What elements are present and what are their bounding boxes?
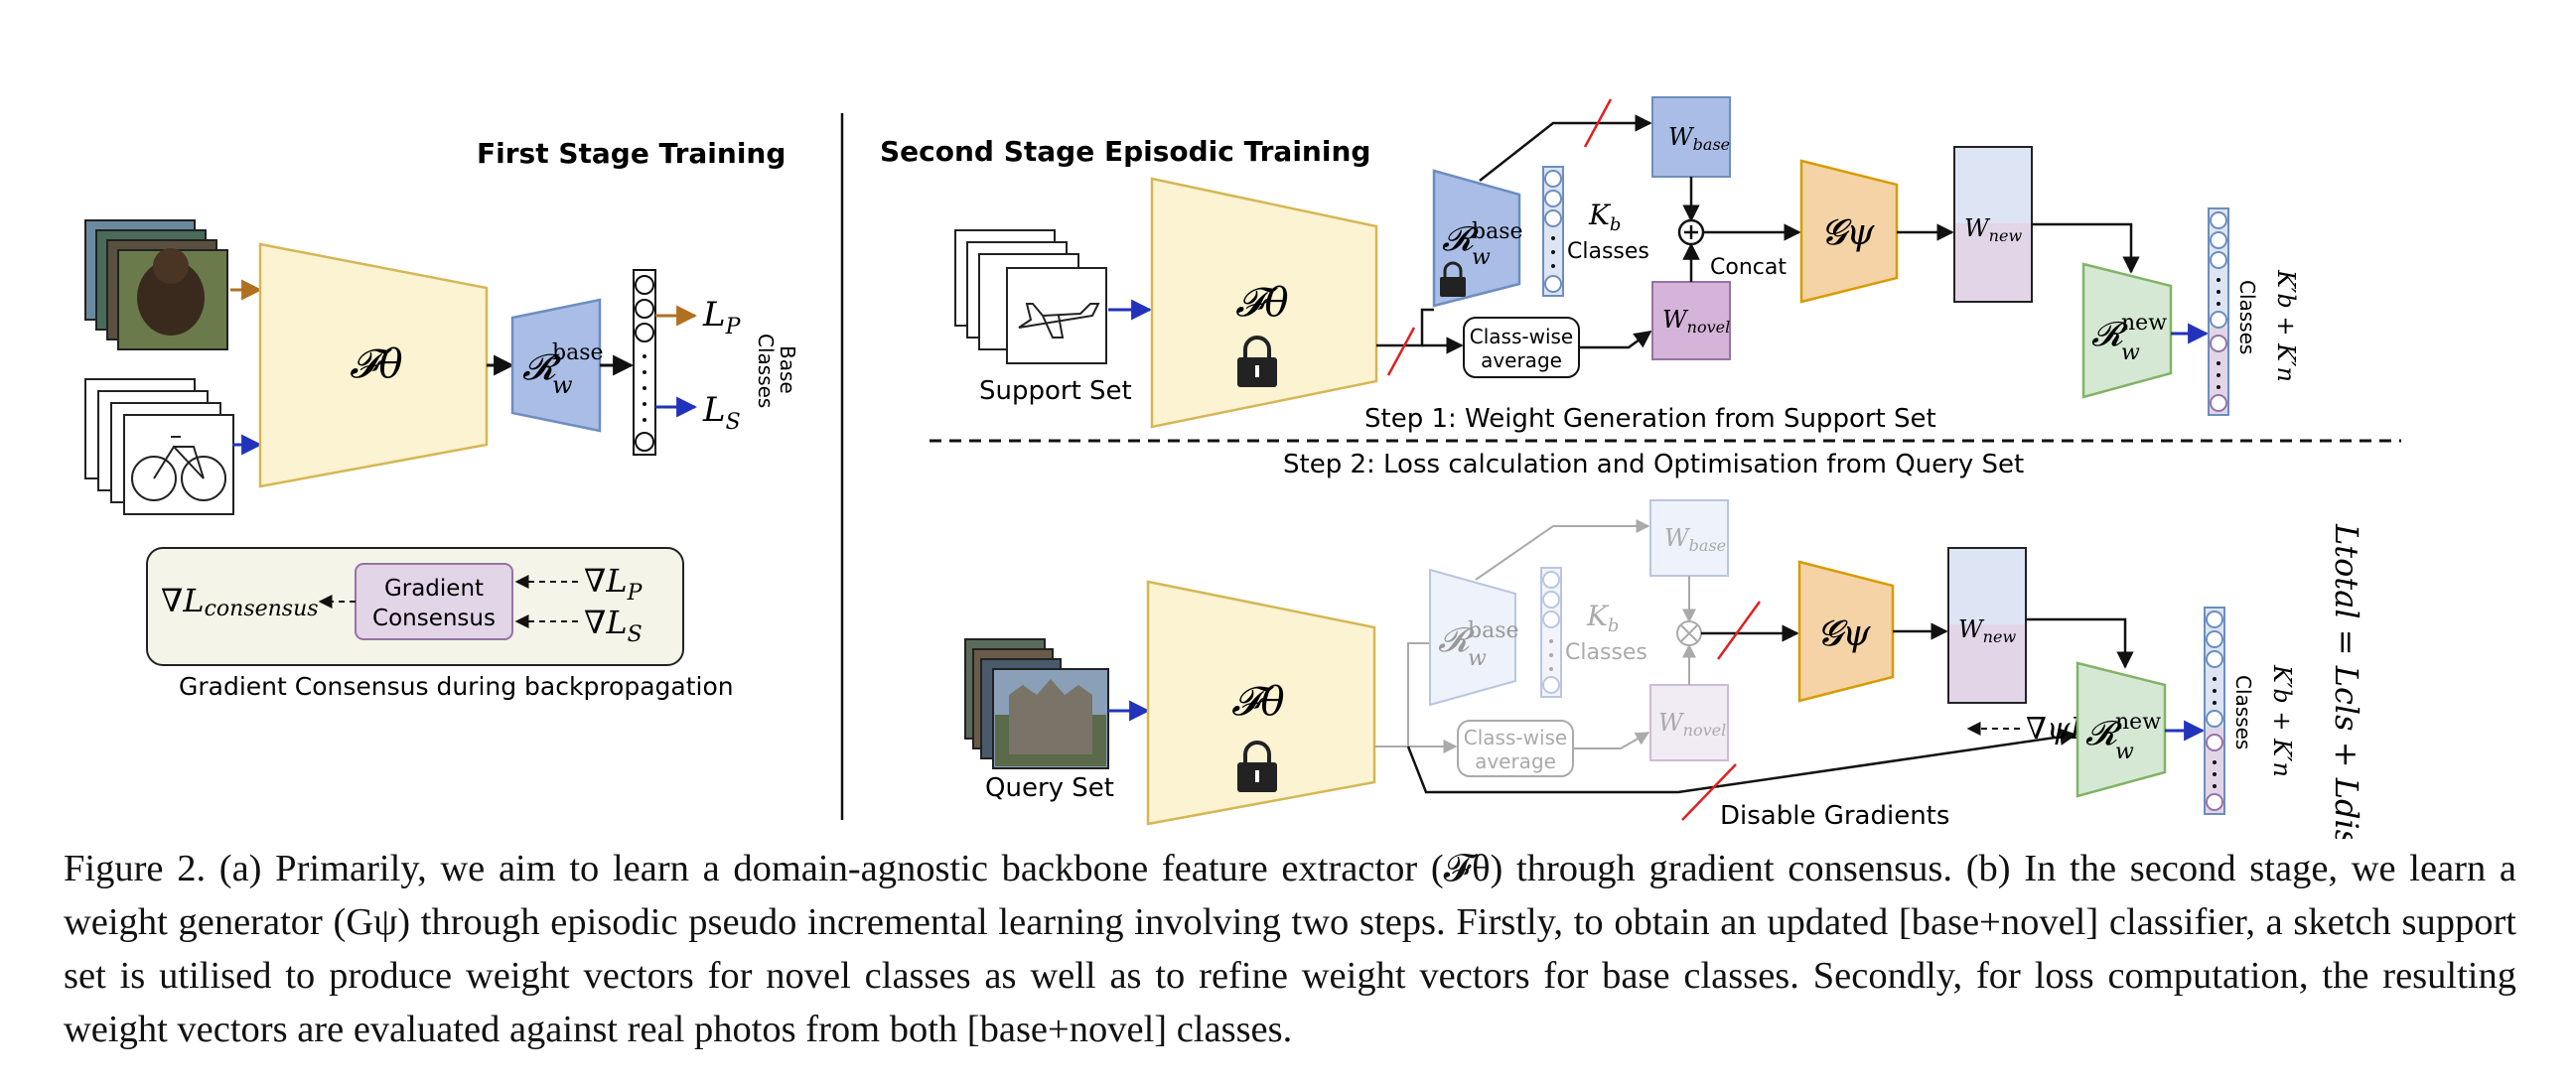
kb-label: Kb — [1588, 199, 1621, 235]
base-weight-column-faded — [1540, 567, 1562, 698]
lock-icon — [1237, 741, 1277, 792]
kk-label-2: K′b + K′n — [2268, 664, 2296, 777]
base-classes-label-1: Base — [776, 345, 799, 394]
query-set-stack — [964, 638, 1109, 769]
svg-text:Wnew: Wnew — [1964, 214, 2022, 245]
svg-text:base: base — [1472, 219, 1523, 244]
base-classifier — [510, 298, 602, 433]
svg-text:Gradient: Gradient — [384, 576, 484, 602]
backbone-feature-extractor — [258, 242, 489, 488]
base-class-logits — [633, 269, 656, 456]
weight-generator-query — [1797, 560, 1895, 703]
step1-label: Step 1: Weight Generation from Support S… — [1364, 404, 1936, 434]
svg-text:Classes: Classes — [1565, 640, 1647, 665]
base-classifier-frozen — [1432, 169, 1521, 308]
svg-text:average: average — [1481, 348, 1562, 372]
svg-text:Classes: Classes — [2231, 675, 2255, 749]
svg-text:Kb: Kb — [1586, 600, 1619, 636]
frozen-backbone-support — [1150, 177, 1378, 429]
support-set-label: Support Set — [979, 376, 1132, 406]
svg-text:new: new — [2121, 311, 2167, 336]
svg-text:𝓡: 𝓡 — [1442, 219, 1480, 259]
svg-text:𝓕θ: 𝓕θ — [1231, 679, 1285, 725]
svg-text:Classes: Classes — [1567, 239, 1649, 264]
w-base-box — [1651, 96, 1731, 178]
backbone-label: 𝓕θ — [350, 341, 403, 387]
svg-text:w: w — [1468, 646, 1487, 671]
svg-text:w: w — [1472, 245, 1491, 270]
svg-text:Classes: Classes — [2235, 280, 2259, 354]
svg-text:w: w — [2115, 740, 2134, 764]
svg-text:Concat: Concat — [1710, 255, 1787, 280]
support-set-stack — [954, 229, 1107, 364]
svg-text:Wnew: Wnew — [1958, 615, 2016, 646]
w-base-box-faded — [1649, 499, 1729, 577]
stage2-title: Second Stage Episodic Training — [880, 135, 1370, 168]
base-classifier-faded — [1429, 568, 1516, 707]
svg-text:Class-wise: Class-wise — [1464, 726, 1567, 749]
svg-text:𝓖ψ: 𝓖ψ — [1821, 212, 1875, 253]
photo-stack-bear — [84, 219, 228, 350]
svg-text:Consensus: Consensus — [372, 606, 496, 631]
lock-icon — [1237, 336, 1277, 387]
svg-text:new: new — [2115, 710, 2161, 735]
svg-text:base: base — [1468, 618, 1519, 643]
stage1-title: First Stage Training — [477, 137, 786, 170]
svg-text:𝓡: 𝓡 — [1438, 620, 1476, 660]
svg-text:Wbase: Wbase — [1664, 524, 1726, 555]
frozen-backbone-query — [1146, 580, 1376, 826]
total-loss-equation: Ltotal = Lcls + Ldistill — [2328, 523, 2365, 839]
kk-label-1: K′b + K′n — [2272, 269, 2300, 382]
base-novel-logits-query — [2204, 607, 2225, 815]
new-classifier — [2081, 262, 2173, 399]
base-novel-logits — [2208, 207, 2229, 416]
svg-text:w: w — [552, 371, 573, 399]
gradient-cut-mark — [1386, 327, 1416, 376]
svg-text:𝓡: 𝓡 — [2085, 714, 2123, 753]
svg-text:𝓕θ: 𝓕θ — [1235, 280, 1289, 326]
weight-generator — [1799, 159, 1899, 304]
base-classifier-label: 𝓡 — [522, 347, 562, 388]
svg-text:w: w — [2121, 340, 2140, 365]
method-diagram: First Stage Training 𝓕θ 𝓡 w base — [84, 96, 2401, 839]
step2-label: Step 2: Loss calculation and Optimisatio… — [1283, 450, 2024, 479]
gradient-cut-mark — [1583, 98, 1613, 148]
base-weight-column — [1542, 166, 1564, 297]
svg-text:𝓡: 𝓡 — [2091, 315, 2129, 354]
figure-caption: Figure 2. (a) Primarily, we aim to learn… — [64, 848, 2516, 1050]
svg-text:𝓖ψ: 𝓖ψ — [1817, 613, 1871, 654]
svg-text:base: base — [552, 340, 604, 365]
disable-gradients-label: Disable Gradients — [1720, 801, 1949, 831]
grad-lp-label: ∇LP — [584, 562, 644, 606]
query-set-label: Query Set — [985, 773, 1114, 803]
svg-text:Wnovel: Wnovel — [1658, 709, 1726, 740]
svg-text:Wnovel: Wnovel — [1662, 306, 1730, 337]
grad-ls-label: ∇LS — [584, 604, 643, 647]
gradient-cut-mark — [1716, 601, 1762, 660]
consensus-caption: Gradient Consensus during backpropagatio… — [179, 672, 734, 701]
loss-p-label: LP — [702, 295, 742, 339]
loss-s-label: LS — [702, 390, 741, 435]
grad-consensus-label: ∇Lconsensus — [161, 582, 319, 621]
lock-icon — [1440, 261, 1466, 297]
gradient-cut-mark — [1681, 763, 1737, 821]
w-novel-box — [1651, 281, 1731, 360]
svg-text:Class-wise: Class-wise — [1470, 325, 1573, 348]
sketch-stack-bicycle — [84, 378, 234, 515]
svg-text:Wbase: Wbase — [1668, 123, 1730, 154]
base-classes-label-2: Classes — [754, 334, 778, 408]
new-classifier-query — [2075, 661, 2167, 798]
svg-text:average: average — [1475, 749, 1556, 773]
